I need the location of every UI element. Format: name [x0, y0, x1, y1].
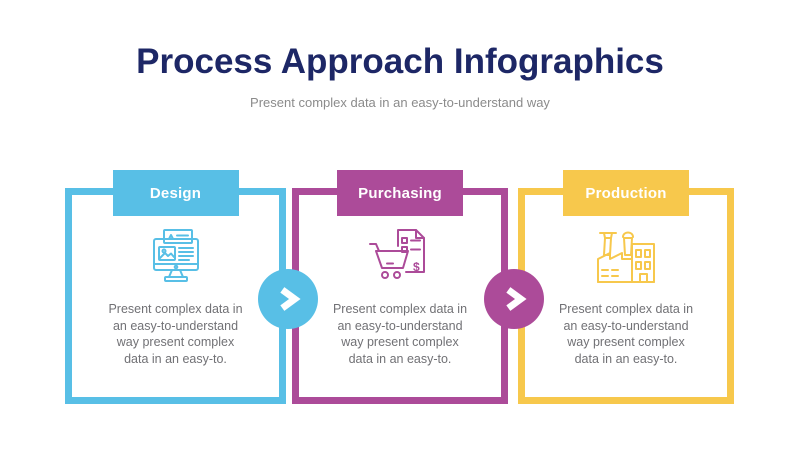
chevron-right-icon	[280, 287, 301, 311]
process-card-design: Design	[65, 170, 286, 404]
body-line: Present complex data in	[108, 302, 243, 316]
icon-area: $	[299, 226, 501, 290]
body-line: an easy-to-understand	[112, 318, 239, 333]
step-label: Purchasing	[358, 184, 442, 202]
body-line: Present complex data in	[332, 302, 468, 316]
body-line: an easy-to-understand	[337, 318, 463, 333]
page-subtitle: Present complex data in an easy-to-under…	[250, 95, 550, 110]
step-description: Present complex data in an easy-to-under…	[299, 301, 501, 367]
step-description: Present complex data in an easy-to-under…	[525, 301, 727, 367]
body-line: data in an easy-to.	[348, 351, 452, 366]
body-line: data in an easy-to.	[574, 351, 678, 366]
chevron-right-icon	[506, 287, 527, 311]
body-line: Present complex data in	[558, 302, 694, 316]
step-label: Design	[149, 184, 202, 202]
process-card-purchasing: Purchasing $	[292, 170, 508, 404]
body-line: way present complex	[341, 335, 459, 349]
step-description: Present complex data in an easy-to-under…	[72, 301, 279, 367]
body-line: data in an easy-to.	[124, 351, 227, 366]
body-line: way present complex	[567, 335, 685, 349]
process-card-production: Production	[518, 170, 734, 404]
step-label: Production	[585, 184, 667, 202]
step-tab-purchasing: Purchasing	[337, 170, 463, 216]
next-step-arrow-1	[258, 269, 318, 329]
design-monitor-icon	[152, 229, 199, 282]
step-tab-design: Design	[112, 170, 239, 216]
svg-text:$: $	[413, 260, 420, 274]
icon-area	[525, 226, 727, 290]
factory-icon	[597, 231, 655, 283]
icon-area	[72, 226, 279, 290]
purchase-cart-invoice-icon: $	[369, 229, 425, 279]
body-line: an easy-to-understand	[563, 318, 689, 333]
next-step-arrow-2	[484, 269, 544, 329]
body-line: way present complex	[116, 335, 235, 349]
step-tab-production: Production	[563, 170, 689, 216]
page-title: Process Approach Infographics	[136, 42, 664, 81]
